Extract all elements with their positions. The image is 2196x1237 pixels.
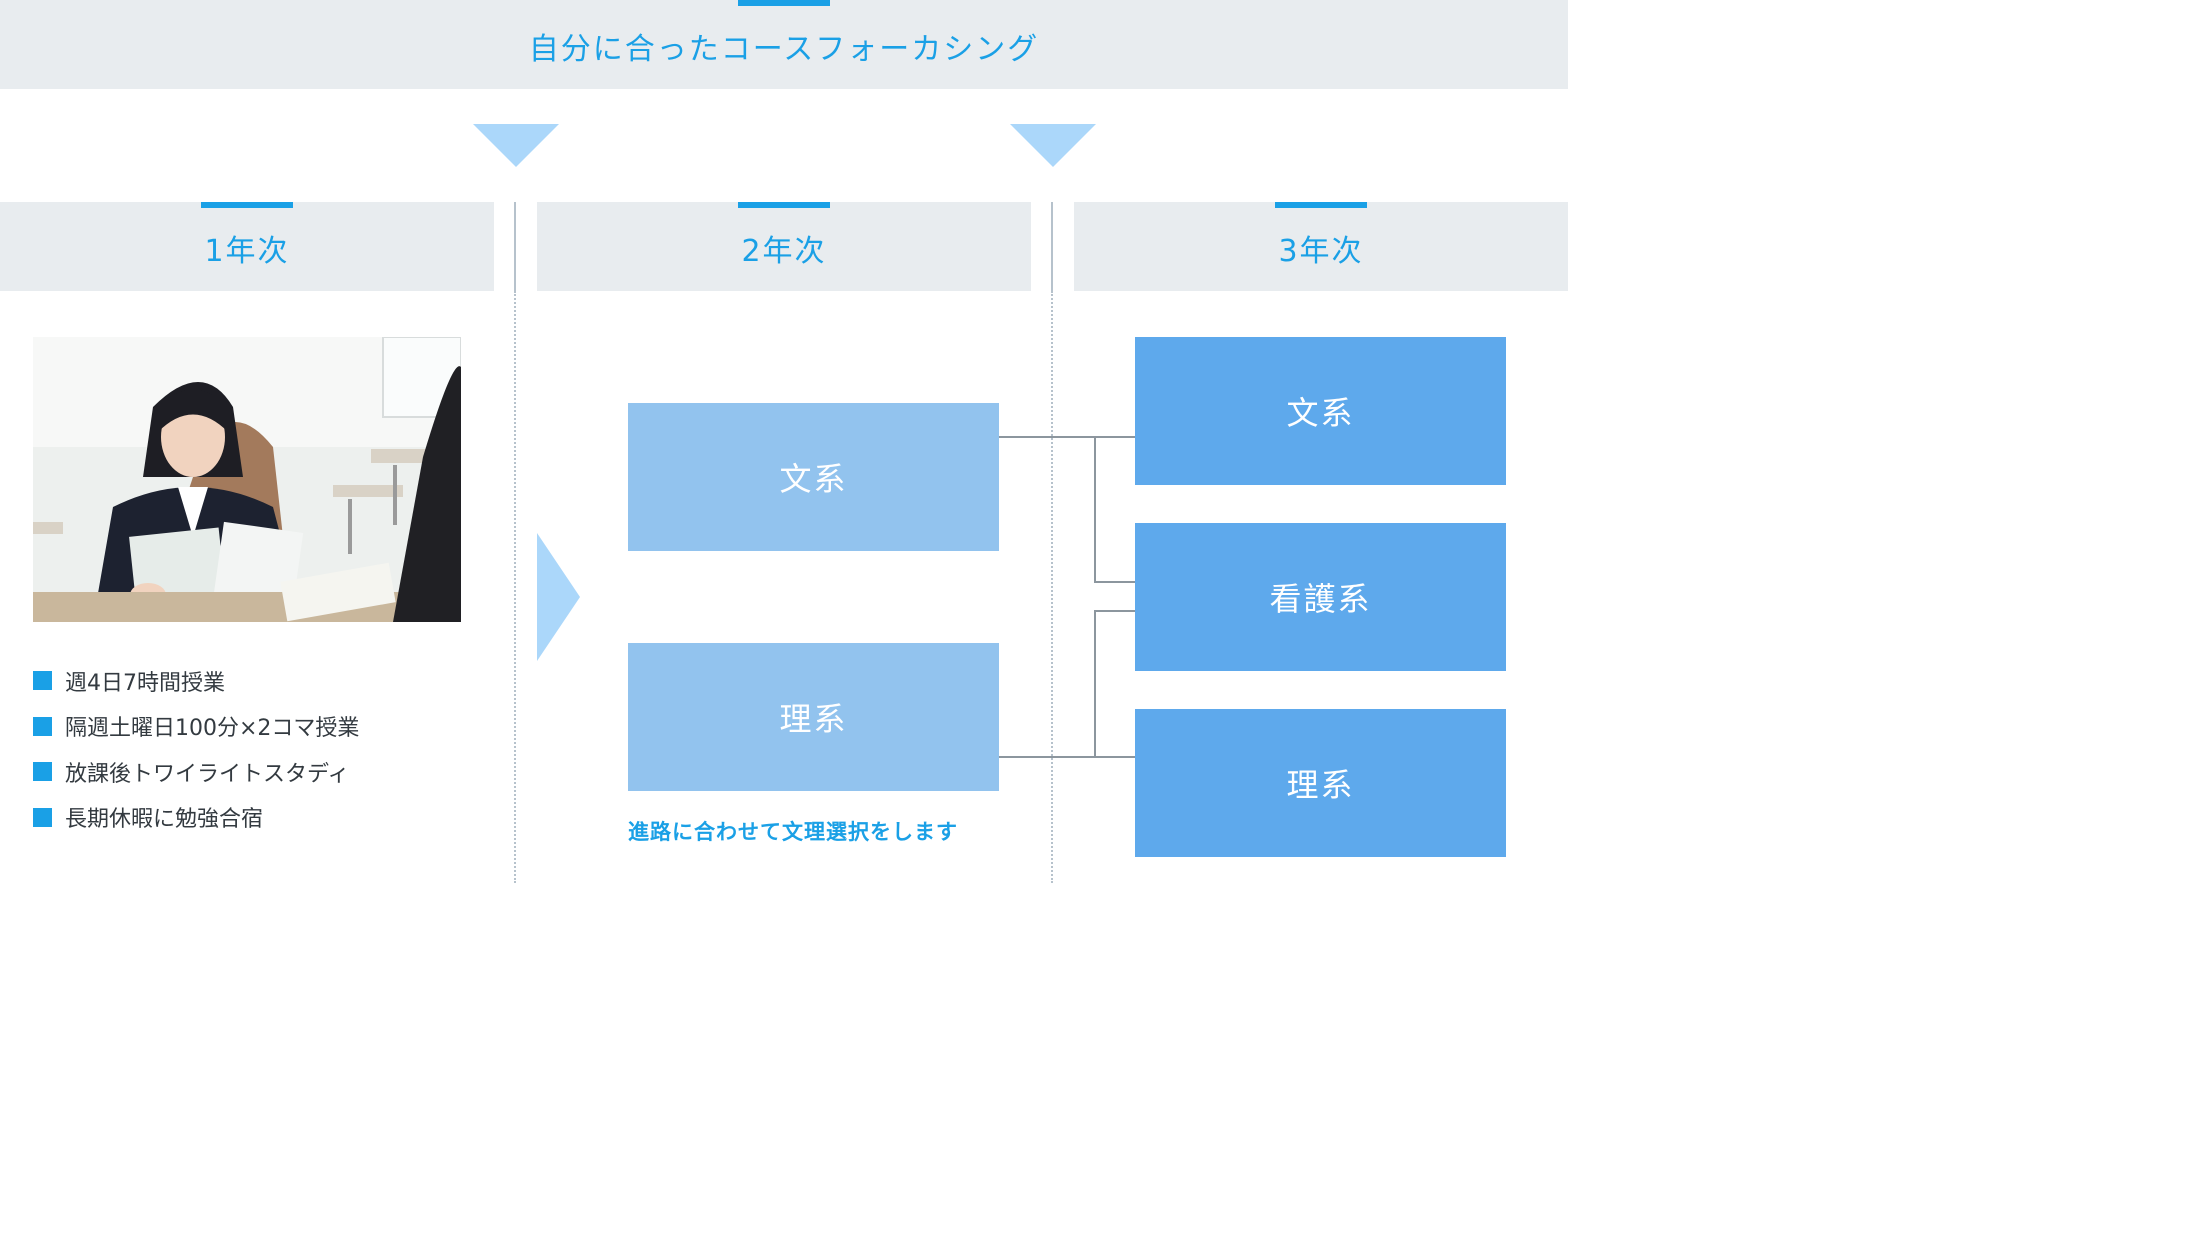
square-bullet-icon [33, 671, 52, 690]
arrow-right-icon [537, 533, 580, 661]
column-divider [514, 202, 516, 291]
column-divider [514, 291, 516, 883]
column-divider [1051, 202, 1053, 291]
list-item: 長期休暇に勉強合宿 [33, 795, 359, 841]
year2-rikei-box: 理系 [628, 643, 999, 791]
list-item: 隔週土曜日100分×2コマ授業 [33, 704, 359, 750]
square-bullet-icon [33, 762, 52, 781]
square-bullet-icon [33, 808, 52, 827]
year1-bullet-list: 週4日7時間授業 隔週土曜日100分×2コマ授業 放課後トワイライトスタディ 長… [33, 658, 359, 840]
year2-header-accent [738, 202, 830, 208]
arrow-down-icon [1010, 124, 1096, 167]
year1-header-accent [201, 202, 293, 208]
year3-label: 3年次 [1074, 226, 1568, 270]
year3-header-accent [1275, 202, 1367, 208]
column-divider [1051, 291, 1053, 883]
year3-kango-box: 看護系 [1135, 523, 1506, 671]
connector-line [1094, 610, 1096, 758]
list-item: 放課後トワイライトスタディ [33, 749, 359, 795]
year3-bunkei-box: 文系 [1135, 337, 1506, 485]
year3-rikei-box: 理系 [1135, 709, 1506, 857]
year2-label: 2年次 [537, 226, 1031, 270]
arrow-down-icon [473, 124, 559, 167]
connector-line [999, 756, 1135, 758]
square-bullet-icon [33, 717, 52, 736]
selection-note: 進路に合わせて文理選択をします [628, 816, 958, 846]
list-item: 週4日7時間授業 [33, 658, 359, 704]
connector-line [1094, 436, 1096, 582]
top-header-accent [738, 0, 830, 6]
page-title: 自分に合ったコースフォーカシング [0, 24, 1568, 68]
student-photo [33, 337, 461, 622]
year1-label: 1年次 [0, 226, 494, 270]
connector-line [1094, 610, 1135, 612]
connector-line [1094, 581, 1135, 583]
connector-line [999, 436, 1135, 438]
year2-bunkei-box: 文系 [628, 403, 999, 551]
